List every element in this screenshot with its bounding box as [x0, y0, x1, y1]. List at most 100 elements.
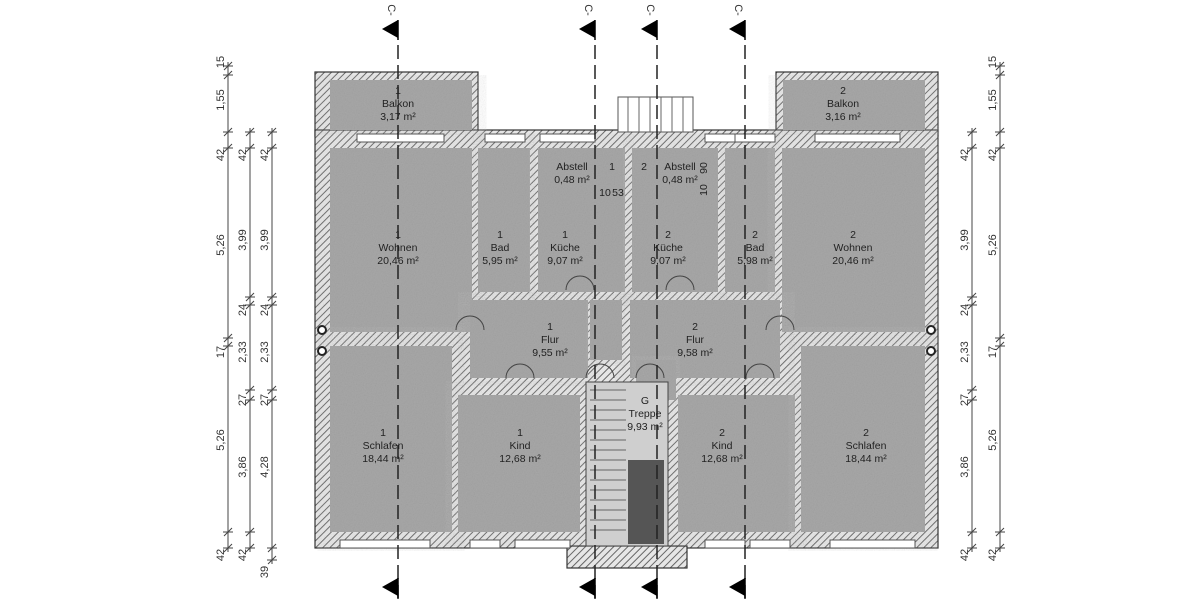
dimension-label: 2,33: [237, 341, 249, 362]
room-name: Flur: [541, 334, 560, 346]
room-unit: 1: [609, 161, 615, 173]
room-area: 9,93 m²: [627, 421, 663, 433]
room-area: [470, 300, 588, 378]
dimension-label: 42: [959, 149, 971, 161]
window: [356, 133, 445, 143]
door-swing: [635, 363, 665, 379]
door-swing: [505, 363, 535, 379]
room-unit: 1: [395, 229, 401, 241]
room-area: 3,16 m²: [825, 111, 861, 123]
dimension-label: 3,99: [959, 229, 971, 250]
room-area: [678, 395, 795, 532]
room-name: Wohnen: [379, 242, 418, 254]
room-unit: 2: [719, 427, 725, 439]
vent-icon: [317, 325, 327, 335]
section-flag-icon: [579, 20, 595, 38]
dimension-label: 5,26: [987, 429, 999, 450]
room-name: Schlafen: [846, 440, 887, 452]
room-unit: G: [641, 395, 649, 407]
room-area: [783, 80, 925, 130]
room-unit: 1: [547, 321, 553, 333]
dimension-chains: 151,55425,26175,2642423,99242,33273,8642…: [215, 56, 1005, 578]
room-area: [330, 80, 472, 130]
room-name: Flur: [686, 334, 705, 346]
dimension-label: 5,26: [987, 234, 999, 255]
room-area: 12,68 m²: [499, 453, 541, 465]
small-dimension: 90: [698, 162, 710, 174]
room-unit: 1: [395, 85, 401, 97]
door-swing: [665, 275, 695, 291]
room-area: 9,07 m²: [547, 255, 583, 267]
room-area: 9,07 m²: [650, 255, 686, 267]
dimension-label: 39: [259, 566, 271, 578]
vent-icon: [317, 346, 327, 356]
room-area: [538, 148, 625, 292]
room-name: Küche: [550, 242, 580, 254]
dimension-label: 2,33: [959, 341, 971, 362]
room-area: 12,68 m²: [701, 453, 743, 465]
room-area: 5,98 m²: [737, 255, 773, 267]
window: [704, 539, 746, 549]
room-unit: 1: [497, 229, 503, 241]
room-area: 0,48 m²: [554, 174, 590, 186]
room-name: Kind: [509, 440, 530, 452]
section-flag-icon: [641, 578, 657, 596]
room-area: 18,44 m²: [845, 453, 887, 465]
dimension-label: 42: [959, 549, 971, 561]
dimension-label: 1,55: [215, 89, 227, 110]
room-name: Bad: [491, 242, 510, 254]
dimension-label: 17: [215, 346, 227, 358]
dimension-label: 4,28: [259, 456, 271, 477]
room-area: [725, 148, 775, 292]
door-swing: [585, 363, 615, 379]
window: [814, 133, 901, 143]
door-swing: [455, 315, 485, 331]
room-unit: 2: [641, 161, 647, 173]
room-name: Kind: [711, 440, 732, 452]
window: [734, 133, 776, 143]
section-flag-icon: [382, 20, 398, 38]
small-dimension: 53: [612, 187, 624, 199]
dimension-label: 27: [959, 394, 971, 406]
room-unit: 2: [840, 85, 846, 97]
dimension-label: 3,86: [237, 456, 249, 477]
dimension-label: 24: [259, 304, 271, 316]
small-dimension: 10: [599, 187, 611, 199]
door-swing: [565, 275, 595, 291]
dimension-label: 42: [987, 549, 999, 561]
window: [539, 133, 596, 143]
room-name: Wohnen: [834, 242, 873, 254]
dimension-label: 15: [987, 56, 999, 68]
room-name: Küche: [653, 242, 683, 254]
dimension-label: 2,33: [259, 341, 271, 362]
room-unit: 2: [850, 229, 856, 241]
dimension-label: 15: [215, 56, 227, 68]
room-unit: 1: [517, 427, 523, 439]
dimension-label: 42: [987, 149, 999, 161]
room-unit: 1: [380, 427, 386, 439]
section-flag-icon: [382, 578, 398, 596]
dimension-label: 3,99: [237, 229, 249, 250]
room-unit: 2: [665, 229, 671, 241]
room-area: 18,44 m²: [362, 453, 404, 465]
dimension-label: 42: [215, 549, 227, 561]
